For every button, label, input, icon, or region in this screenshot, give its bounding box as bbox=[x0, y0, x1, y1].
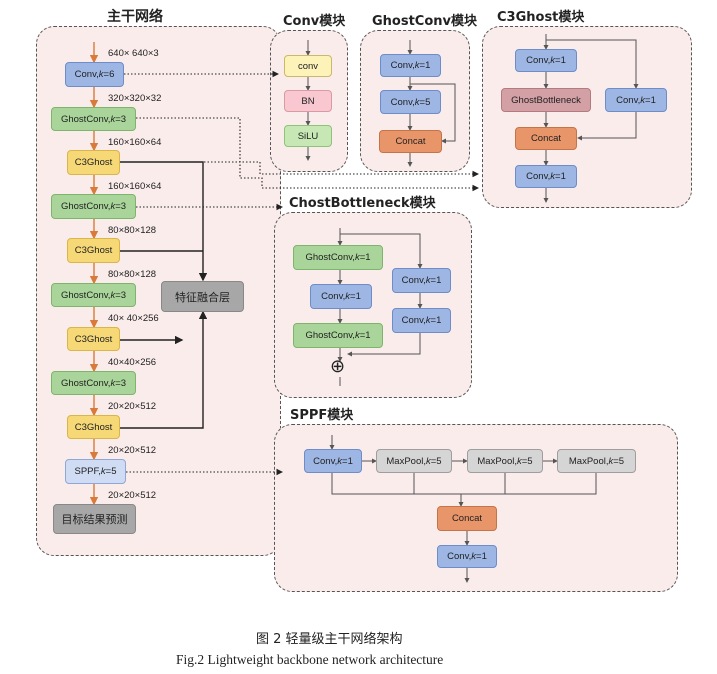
bottleneck-side-conv1-block: Conv, k=1 bbox=[392, 268, 451, 293]
dim-label: 80×80×128 bbox=[108, 269, 157, 280]
bottleneck-ghostconv1-block: GhostConv, k=1 bbox=[293, 245, 383, 270]
c3ghost-module-title: C3Ghost模块 bbox=[497, 10, 585, 25]
dim-label: 160×160×64 bbox=[108, 137, 162, 148]
bn-block: BN bbox=[284, 90, 332, 112]
dim-label: 20×20×512 bbox=[108, 445, 157, 456]
dim-label: 80×80×128 bbox=[108, 225, 157, 236]
detection-output-block: 目标结果预测 bbox=[53, 504, 136, 534]
backbone-ghostconv-block: GhostConv, k=3 bbox=[51, 283, 136, 307]
dim-label: 40×40×256 bbox=[108, 357, 157, 368]
c3ghost-side-conv-block: Conv, k=1 bbox=[605, 88, 667, 112]
ghostconv-conv1-block: Conv, k=1 bbox=[380, 54, 441, 77]
c3ghost-bottleneck-block: GhostBottleneck bbox=[501, 88, 591, 112]
backbone-c3ghost-block: C3Ghost bbox=[67, 238, 120, 263]
feature-fusion-block: 特征融合层 bbox=[161, 281, 244, 312]
ghostconv-concat-block: Concat bbox=[379, 130, 442, 153]
ghostconv-conv5-block: Conv, k=5 bbox=[380, 90, 441, 114]
bottleneck-ghostconv2-block: GhostConv, k=1 bbox=[293, 323, 383, 348]
caption-english: Fig.2 Lightweight backbone network archi… bbox=[176, 652, 444, 667]
sppf-conv-in-block: Conv, k=1 bbox=[304, 449, 362, 473]
backbone-ghostconv-block: GhostConv, k=3 bbox=[51, 107, 136, 131]
dim-label: 40× 40×256 bbox=[108, 313, 159, 324]
dim-label: 160×160×64 bbox=[108, 181, 162, 192]
sppf-maxpool1-block: MaxPool, k=5 bbox=[376, 449, 452, 473]
dim-label: 20×20×512 bbox=[108, 490, 157, 501]
ghostbottleneck-module-panel bbox=[274, 212, 472, 398]
sppf-maxpool3-block: MaxPool, k=5 bbox=[557, 449, 636, 473]
backbone-ghostconv-block: GhostConv, k=3 bbox=[51, 194, 136, 219]
sppf-module-title: SPPF模块 bbox=[290, 408, 354, 423]
bottleneck-conv-block: Conv, k=1 bbox=[310, 284, 372, 309]
bottleneck-side-conv2-block: Conv, k=1 bbox=[392, 308, 451, 333]
dim-label: 320×320×32 bbox=[108, 93, 162, 104]
c3ghost-concat-block: Concat bbox=[515, 127, 577, 150]
sppf-maxpool2-block: MaxPool, k=5 bbox=[467, 449, 543, 473]
conv-block: conv bbox=[284, 55, 332, 77]
add-icon: ⊕ bbox=[330, 356, 346, 377]
backbone-ghostconv-block: GhostConv, k=3 bbox=[51, 371, 136, 395]
backbone-c3ghost-block: C3Ghost bbox=[67, 150, 120, 175]
dim-label: 20×20×512 bbox=[108, 401, 157, 412]
backbone-c3ghost-block: C3Ghost bbox=[67, 327, 120, 351]
sppf-concat-block: Concat bbox=[437, 506, 497, 531]
backbone-c3ghost-block: C3Ghost bbox=[67, 415, 120, 439]
c3ghost-conv1-block: Conv, k=1 bbox=[515, 49, 577, 72]
ghostbottleneck-module-title: ChostBottleneck模块 bbox=[289, 196, 436, 211]
sppf-conv-out-block: Conv, k=1 bbox=[437, 545, 497, 568]
ghostconv-module-title: GhostConv模块 bbox=[372, 14, 478, 29]
backbone-title: 主干网络 bbox=[107, 9, 163, 25]
backbone-sppf-block: SPPF, k=5 bbox=[65, 459, 126, 484]
conv-module-title: Conv模块 bbox=[283, 14, 346, 29]
backbone-conv-block: Conv, k=6 bbox=[65, 62, 124, 87]
c3ghost-conv-out-block: Conv, k=1 bbox=[515, 165, 577, 188]
caption-chinese: 图 2 轻量级主干网络架构 bbox=[256, 632, 403, 647]
dim-label: 640× 640×3 bbox=[108, 48, 159, 59]
silu-block: SiLU bbox=[284, 125, 332, 147]
